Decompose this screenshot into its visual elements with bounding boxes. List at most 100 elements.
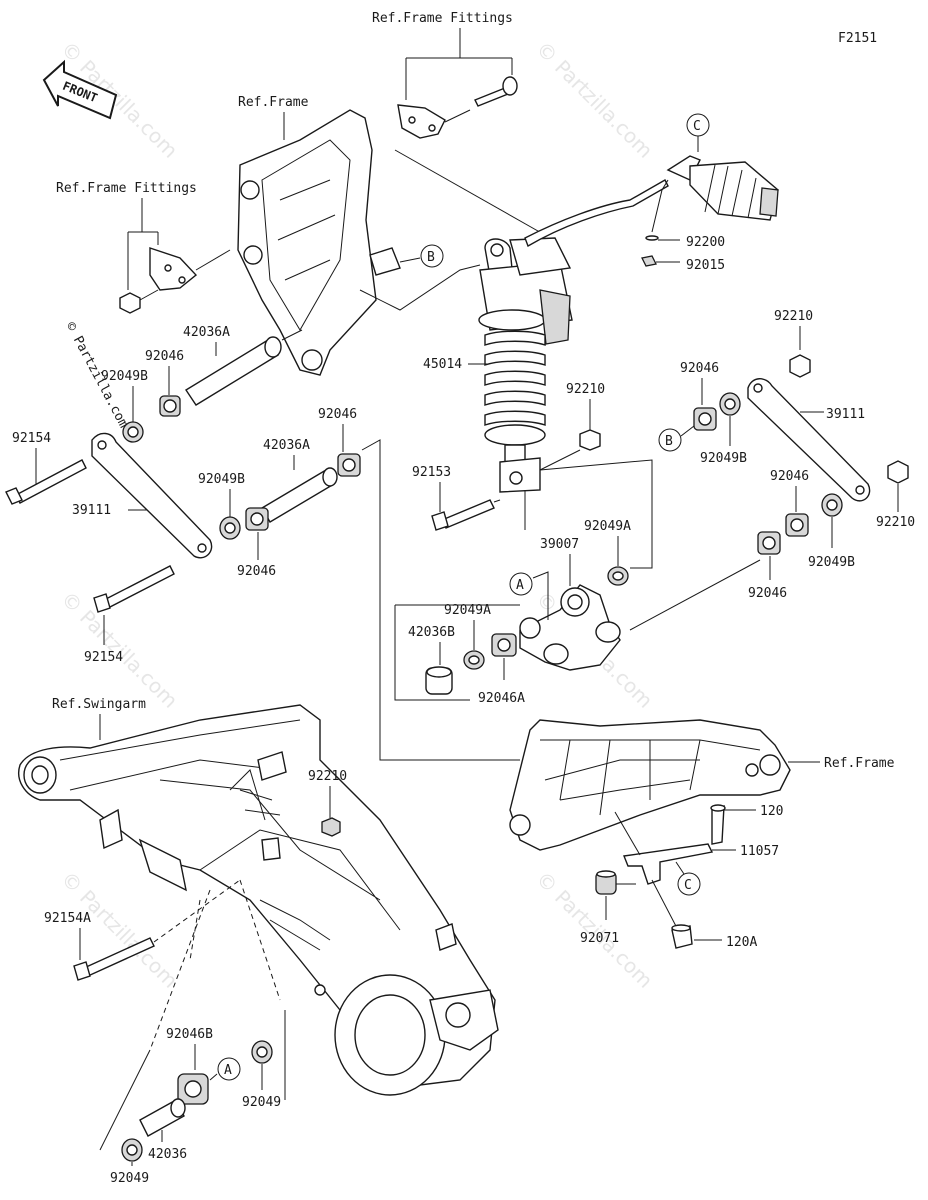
frame-fitting-bolt-top bbox=[474, 76, 518, 107]
part-92200-label: 92200 bbox=[686, 235, 725, 250]
part-92153-label: 92153 bbox=[412, 465, 451, 480]
seal-92049b-rt bbox=[719, 392, 741, 416]
part-39007-label: 39007 bbox=[540, 537, 579, 552]
callout-c-bracket: C bbox=[675, 861, 701, 896]
seal-92049b-mid bbox=[219, 516, 241, 540]
part-92071-label: 92071 bbox=[580, 931, 619, 946]
bearing-92046a bbox=[491, 633, 517, 657]
spacer-42036b bbox=[425, 666, 453, 695]
ref-swingarm-label: Ref.Swingarm bbox=[52, 697, 146, 712]
rocker-39007 bbox=[519, 584, 621, 671]
link-39111-right bbox=[747, 378, 871, 502]
part-92049-a-label: 92049 bbox=[242, 1095, 281, 1110]
bolt-92154-bottom bbox=[93, 565, 175, 613]
seal-92049-b bbox=[121, 1138, 143, 1162]
bearing-92046-rt bbox=[693, 407, 717, 431]
part-92049b-rt2-label: 92049B bbox=[808, 555, 855, 570]
part-92154-bottom-label: 92154 bbox=[84, 650, 123, 665]
part-92046-rt3-label: 92046 bbox=[748, 586, 787, 601]
svg-text:A: A bbox=[224, 1063, 232, 1078]
spacer-42036a-mid bbox=[261, 467, 338, 523]
part-42036b-label: 42036B bbox=[408, 625, 455, 640]
part-92154-top-label: 92154 bbox=[12, 431, 51, 446]
bolt-120a bbox=[671, 924, 693, 949]
seal-92049a-right bbox=[607, 566, 629, 586]
part-42036a-mid-label: 42036A bbox=[263, 438, 310, 453]
callout-b-frame: B bbox=[399, 244, 444, 268]
part-92049b-rt-label: 92049B bbox=[700, 451, 747, 466]
front-arrow-icon: FRONT bbox=[42, 59, 118, 120]
bearing-92046b bbox=[177, 1073, 209, 1105]
nut-92210-rt2 bbox=[887, 460, 909, 484]
frame-right-part bbox=[509, 719, 791, 851]
link-39111-left bbox=[91, 432, 213, 559]
part-92046-mid-label: 92046 bbox=[318, 407, 357, 422]
bearing-92046-rt2 bbox=[785, 513, 809, 537]
watermark-text: © Partzilla.com bbox=[531, 867, 657, 993]
part-92154a-label: 92154A bbox=[44, 911, 91, 926]
nut-92210-shock bbox=[579, 429, 601, 451]
bearing-92046-mid2 bbox=[245, 507, 269, 531]
callout-b-link: B bbox=[658, 425, 695, 452]
part-42036a-upper-label: 42036A bbox=[183, 325, 230, 340]
frame-fitting-plate-top bbox=[397, 104, 471, 139]
part-120-label: 120 bbox=[760, 804, 783, 819]
part-92049-b-label: 92049 bbox=[110, 1171, 149, 1186]
diagram-code: F2151 bbox=[838, 31, 877, 46]
part-92049a-left-label: 92049A bbox=[444, 603, 491, 618]
part-92046-rt2-label: 92046 bbox=[770, 469, 809, 484]
callout-a-linkage: A bbox=[509, 571, 549, 620]
svg-text:C: C bbox=[684, 878, 692, 893]
seal-92049-a bbox=[251, 1040, 273, 1064]
bolt-92154-top bbox=[5, 459, 87, 505]
bearing-92046-rt3 bbox=[757, 531, 781, 555]
part-92210-rt-label: 92210 bbox=[774, 309, 813, 324]
callout-c-reservoir: C bbox=[686, 113, 710, 152]
nut-92210-swing bbox=[321, 817, 341, 837]
bearing-92046-mid bbox=[337, 453, 361, 477]
part-92046-ul-label: 92046 bbox=[145, 349, 184, 364]
part-92210-shock-label: 92210 bbox=[566, 382, 605, 397]
part-92049b-ul-label: 92049B bbox=[101, 369, 148, 384]
reservoir-part bbox=[666, 155, 779, 221]
nut-92015 bbox=[641, 255, 657, 267]
spacer-42036a-upper bbox=[185, 329, 303, 406]
nut-92210-rt bbox=[789, 354, 811, 378]
part-39111-left-label: 39111 bbox=[72, 503, 111, 518]
bearing-92046-ul bbox=[159, 395, 181, 417]
shock-absorber-45014 bbox=[478, 179, 669, 493]
part-42036-label: 42036 bbox=[148, 1147, 187, 1162]
ref-frame-right-label: Ref.Frame bbox=[824, 756, 895, 771]
part-39111-right-label: 39111 bbox=[826, 407, 865, 422]
frame-left-part bbox=[237, 109, 401, 376]
frame-fitting-plate-left bbox=[149, 247, 231, 291]
frame-fitting-nut-left bbox=[119, 289, 159, 314]
callout-a-swingarm: A bbox=[209, 1057, 241, 1081]
svg-text:B: B bbox=[427, 250, 435, 265]
part-11057-label: 11057 bbox=[740, 844, 779, 859]
seal-92049b-ul bbox=[122, 421, 144, 443]
ref-frame-fittings-top-label: Ref.Frame Fittings bbox=[372, 11, 513, 26]
bolt-92154a bbox=[73, 937, 155, 981]
part-92015-label: 92015 bbox=[686, 258, 725, 273]
part-92046a-label: 92046A bbox=[478, 691, 525, 706]
ref-frame-fittings-left-label: Ref.Frame Fittings bbox=[56, 181, 197, 196]
spacer-42036 bbox=[139, 1098, 186, 1137]
part-120a-label: 120A bbox=[726, 935, 757, 950]
svg-text:A: A bbox=[516, 578, 524, 593]
bolt-120 bbox=[710, 804, 726, 845]
svg-text:B: B bbox=[665, 434, 673, 449]
part-92046-rt-label: 92046 bbox=[680, 361, 719, 376]
ref-frame-left-label: Ref.Frame bbox=[238, 95, 309, 110]
bracket-11057 bbox=[623, 843, 714, 885]
part-92046-mid2-label: 92046 bbox=[237, 564, 276, 579]
grommet-92071 bbox=[595, 870, 617, 895]
svg-text:C: C bbox=[693, 119, 701, 134]
part-92210-swing-label: 92210 bbox=[308, 769, 347, 784]
seal-92049a-left bbox=[463, 650, 485, 670]
part-92049a-right-label: 92049A bbox=[584, 519, 631, 534]
part-45014-label: 45014 bbox=[423, 357, 462, 372]
part-92049b-mid-label: 92049B bbox=[198, 472, 245, 487]
watermark-text: © Partzilla.com bbox=[56, 867, 182, 993]
